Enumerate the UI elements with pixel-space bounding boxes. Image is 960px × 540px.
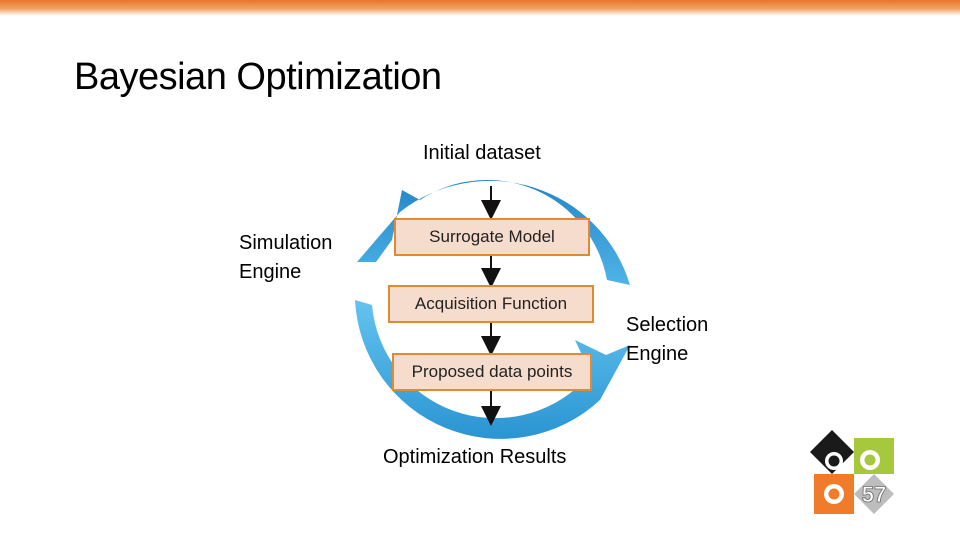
simulation-engine-label: Simulation Engine [239, 229, 332, 287]
logo-diamond-gray [854, 474, 894, 514]
selection-engine-line1: Selection [626, 314, 709, 336]
optimization-results-label: Optimization Results [383, 446, 567, 468]
slide-title: Bayesian Optimization [74, 56, 442, 98]
logo-badge: 57 [810, 430, 894, 514]
logo-diamond-dark [810, 430, 854, 474]
selection-engine-line2: Engine [626, 343, 689, 365]
proposed-data-points-box: Proposed data points [392, 353, 592, 391]
page-number: 57 [862, 482, 886, 507]
simulation-engine-line2: Engine [239, 261, 302, 283]
initial-dataset-label: Initial dataset [423, 142, 541, 164]
surrogate-model-box: Surrogate Model [394, 218, 590, 256]
acquisition-function-box: Acquisition Function [388, 285, 594, 323]
cycle-arrow-bottom [355, 300, 630, 439]
simulation-engine-line1: Simulation [239, 232, 333, 254]
selection-engine-label: Selection Engine [626, 311, 708, 369]
top-accent-bar [0, 0, 960, 16]
